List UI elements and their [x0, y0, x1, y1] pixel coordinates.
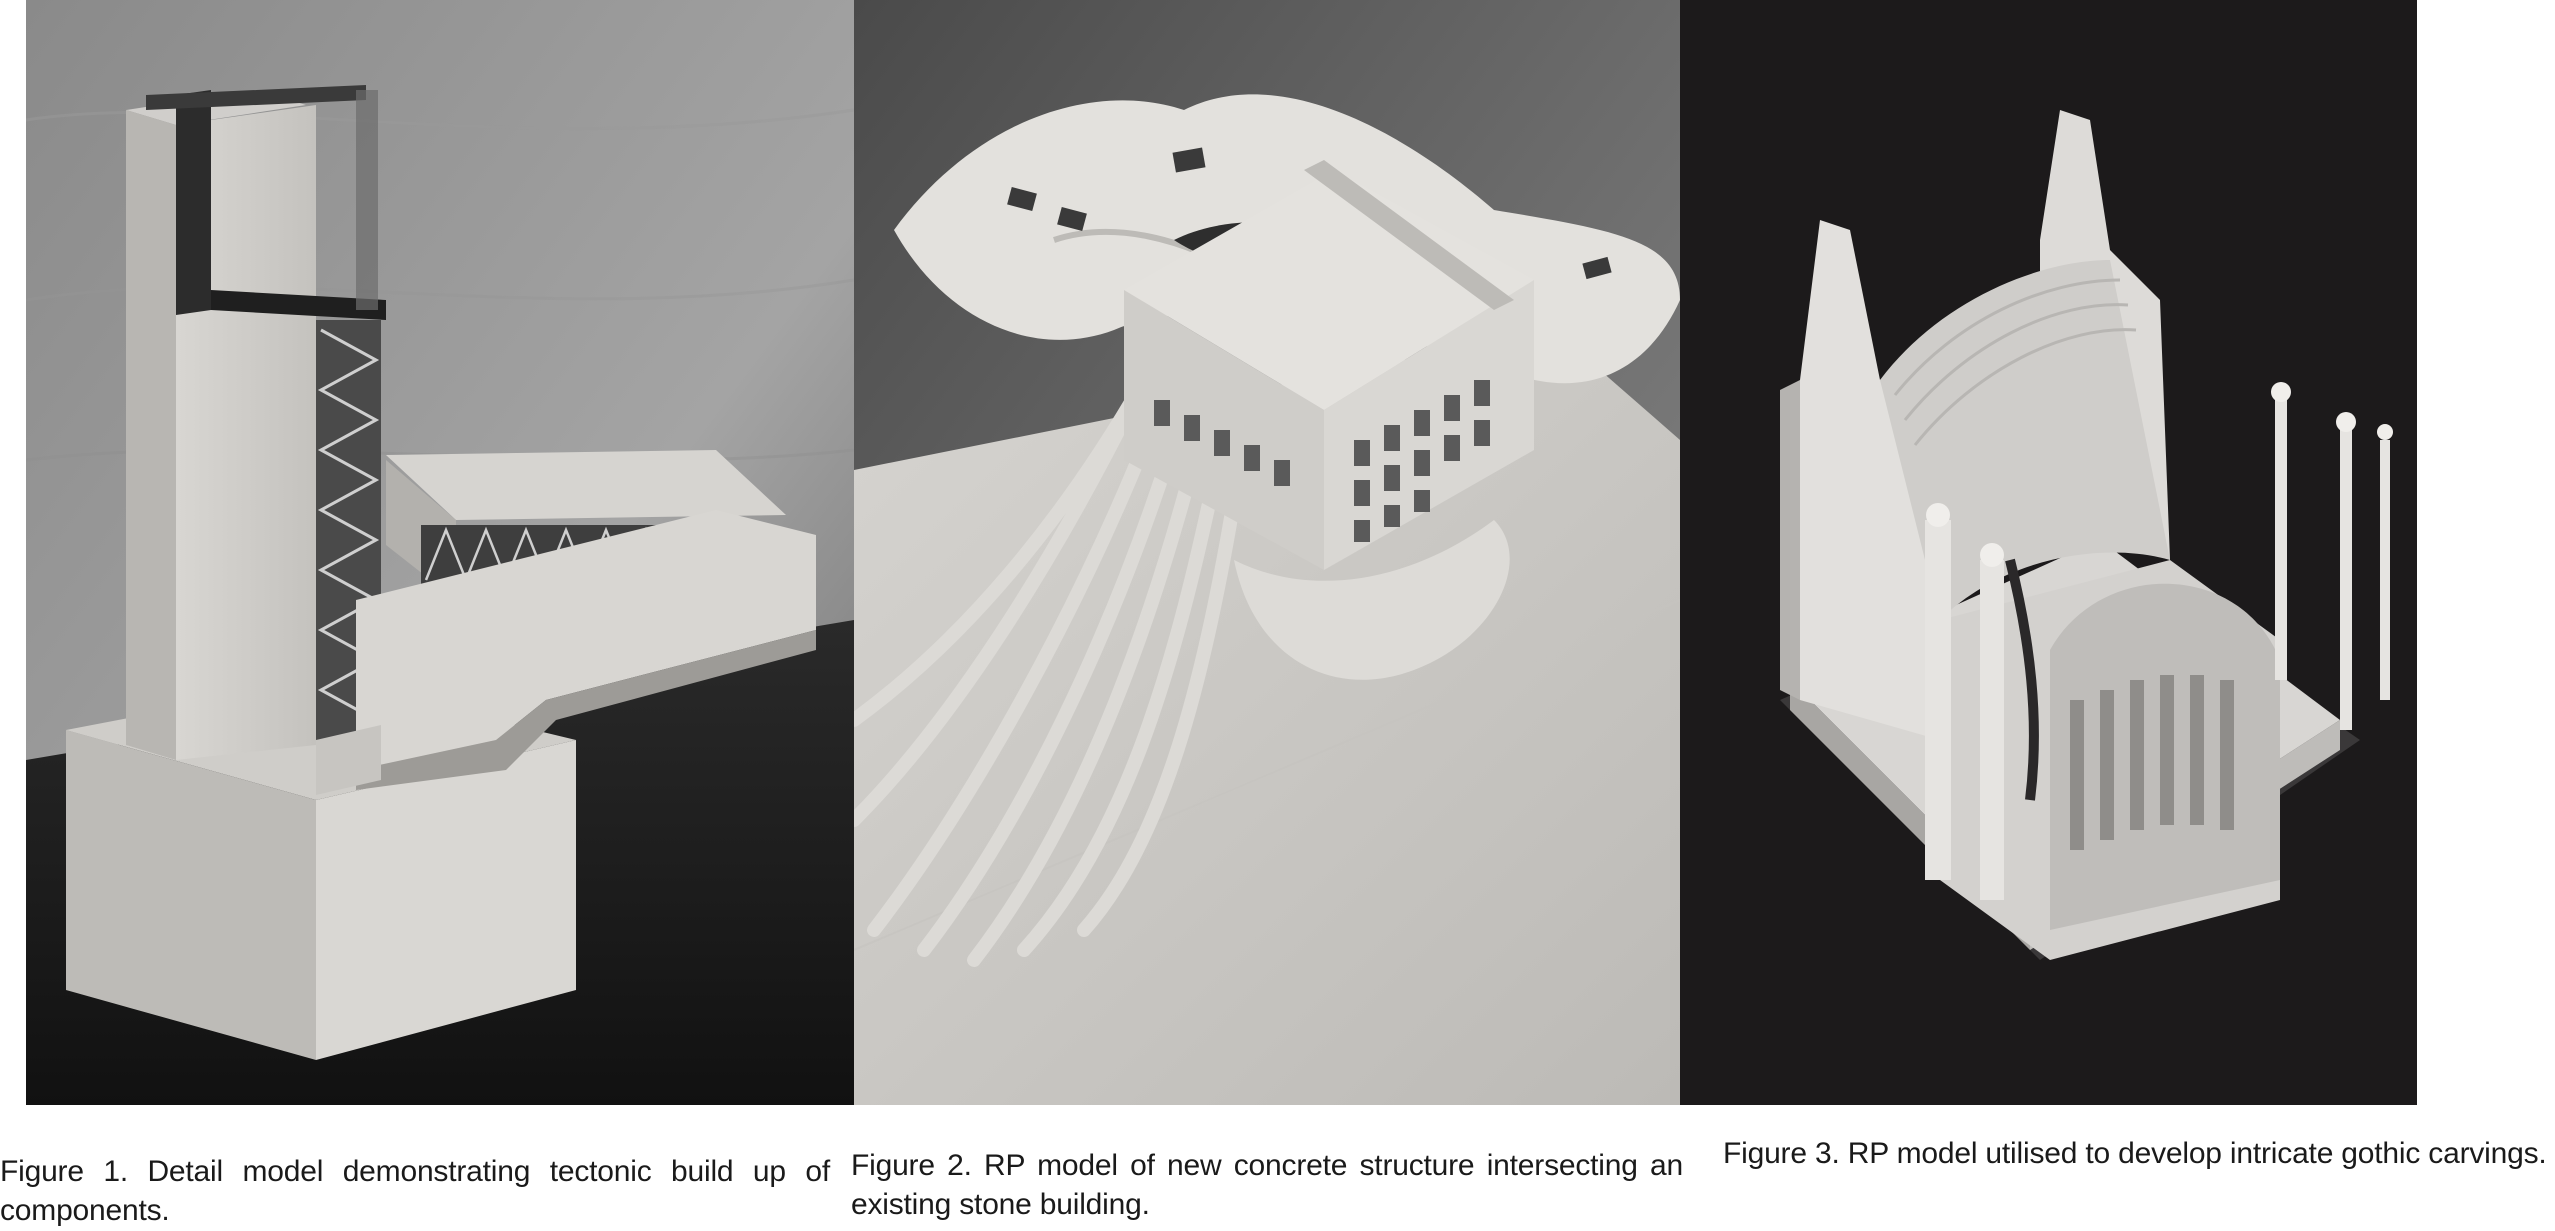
rp-concrete-stone-model-image [854, 0, 1680, 1105]
tectonic-detail-model-image [26, 0, 854, 1105]
figure-3-photo: Gigg Gothic Cabinets [1680, 0, 2417, 1105]
rp-gothic-carvings-model-image: Gigg Gothic Cabinets [1680, 0, 2417, 1105]
figure-1-photo [26, 0, 854, 1105]
figure-2-caption: Figure 2. RP model of new concrete struc… [851, 1149, 1683, 1221]
figure-3-caption: Figure 3. RP model utilised to develop i… [1723, 1137, 2547, 1170]
figure-2-photo [854, 0, 1680, 1105]
figure-1-caption: Figure 1. Detail model demonstrating tec… [0, 1155, 830, 1227]
